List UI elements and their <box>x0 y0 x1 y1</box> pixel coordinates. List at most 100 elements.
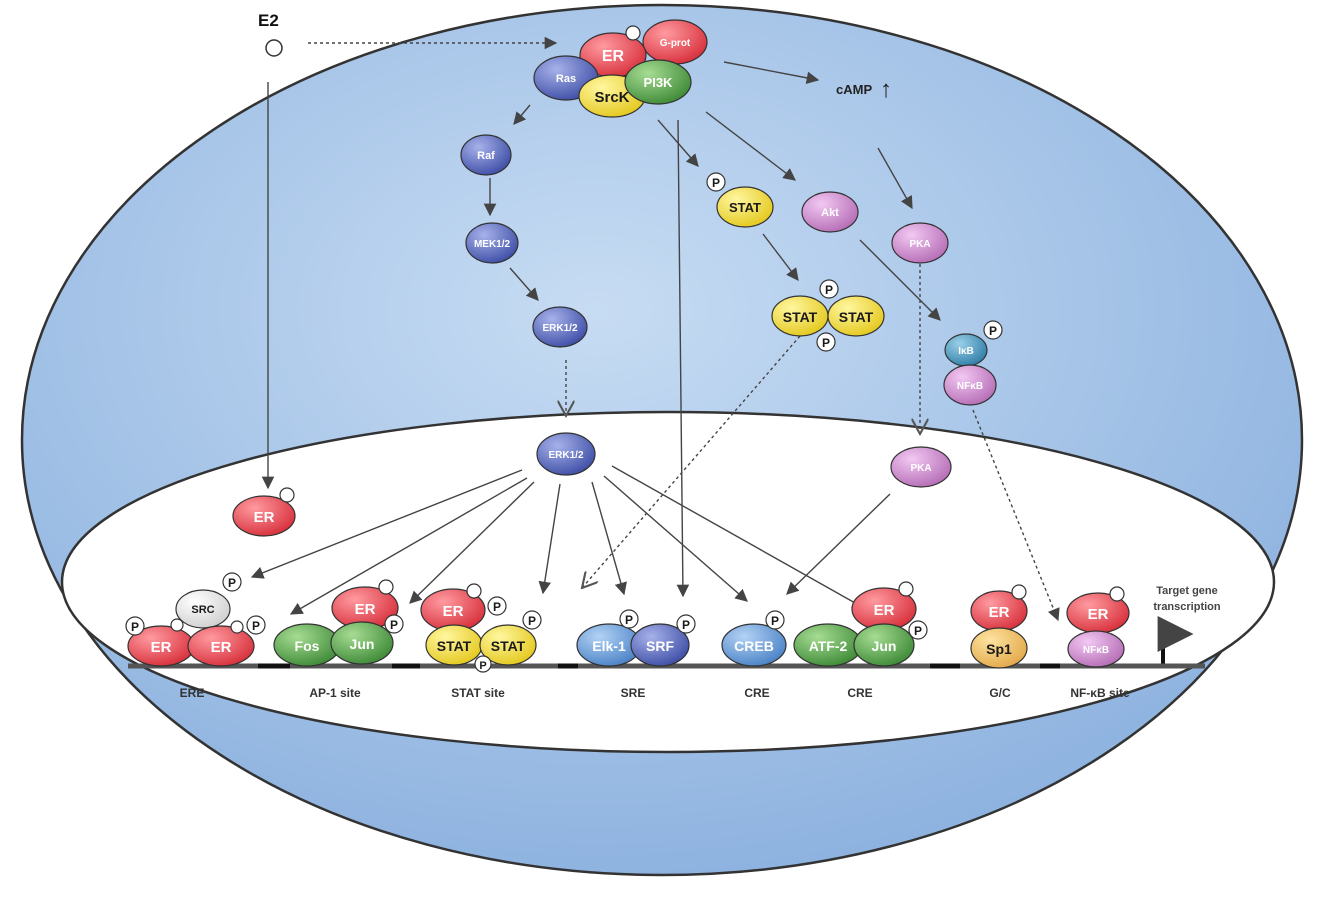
ere-ligand-right <box>230 620 244 634</box>
site-label-ap1: AP-1 site <box>309 686 361 700</box>
cre-creb-phospho-label: P <box>771 614 779 628</box>
site-label-nfkb: NF-κB site <box>1070 686 1130 700</box>
ere-er-left-label: ER <box>151 639 172 656</box>
target-gene-line1: Target gene <box>1156 585 1218 597</box>
site-stat: ER P P STAT STAT P STAT site <box>420 583 542 700</box>
cre-creb-phospho <box>765 610 785 630</box>
ere-ligand-left <box>170 618 184 632</box>
cre2-phospho <box>908 620 928 640</box>
raf-label: Raf <box>477 150 495 162</box>
ap1-er-label: ER <box>355 601 376 618</box>
gc-er-label: ER <box>989 604 1010 621</box>
sre-elk1-label: Elk-1 <box>592 638 626 654</box>
cytoplasm-nfkb <box>943 364 997 406</box>
stat-dimer-phospho-top <box>819 279 839 299</box>
site-gc: ER Sp1 G/C <box>970 584 1028 700</box>
stat-phospho <box>706 172 726 192</box>
stat-site-phospho-top-label: P <box>493 600 501 614</box>
cytoplasm-proteins: Raf MEK1/2 ERK1/2 STAT P Akt PKA P STAT … <box>460 134 1003 406</box>
ere-src <box>175 589 231 629</box>
stat-site-stat-right <box>479 624 537 666</box>
sre-srf <box>630 623 690 667</box>
sre-phospho-right-label: P <box>682 618 690 632</box>
ere-phospho-right-label: P <box>252 619 260 633</box>
membrane-complex: G-prot ER Ras SrcK PI3K <box>533 19 708 118</box>
ikb-phospho <box>983 320 1003 340</box>
nfkb-site-er-label: ER <box>1088 606 1109 623</box>
target-gene-line2: transcription <box>1153 601 1221 613</box>
cre2-phospho-label: P <box>914 624 922 638</box>
stat-site-phospho-right-label: P <box>528 614 536 628</box>
membrane-er-label: ER <box>602 48 625 65</box>
stat-phospho-label: P <box>712 176 720 190</box>
sre-phospho-right <box>676 614 696 634</box>
membrane-er-ligand <box>625 25 641 41</box>
site-ap1: ER Fos Jun P AP-1 site <box>273 579 404 700</box>
nfkb-site-er-ligand <box>1109 586 1125 602</box>
srck-label: SrcK <box>594 89 629 106</box>
site-label-ere: ERE <box>180 686 205 700</box>
site-label-stat: STAT site <box>451 686 505 700</box>
cre2-er-label: ER <box>874 602 895 619</box>
e2-label: E2 <box>258 11 279 30</box>
nucleus-er-ligand <box>279 487 295 503</box>
stat-dimer-left-label: STAT <box>783 309 818 325</box>
ras-label: Ras <box>556 73 576 85</box>
stat-monomer <box>716 186 774 228</box>
cre-creb-label: CREB <box>734 638 774 654</box>
stat-dimer-right-label: STAT <box>839 309 874 325</box>
stat-site-er-ligand <box>466 583 482 599</box>
site-cre-2: ER ATF-2 Jun P CRE <box>793 581 928 700</box>
ap1-phospho-label: P <box>390 618 398 632</box>
ere-src-phospho <box>222 572 242 592</box>
cytoplasm-erk <box>532 306 588 348</box>
site-ere: SRC P ER ER P P ERE <box>125 572 266 700</box>
mek-label: MEK1/2 <box>474 239 511 250</box>
site-label-gc: G/C <box>989 686 1011 700</box>
site-label-cre-2: CRE <box>847 686 872 700</box>
cre2-atf2-label: ATF-2 <box>809 638 848 654</box>
ap1-jun-label: Jun <box>350 636 375 652</box>
ere-phospho-left <box>125 616 145 636</box>
pi3k <box>624 59 692 105</box>
ap1-er-ligand <box>378 579 394 595</box>
nfkb-site-nfkb-label: NFκB <box>1083 645 1109 656</box>
site-sre: Elk-1 SRF P P SRE <box>576 609 696 700</box>
nucleus-erk-label: ERK1/2 <box>548 450 583 461</box>
sre-phospho-left-label: P <box>625 613 633 627</box>
gc-er-ligand <box>1011 584 1027 600</box>
camp-increase-arrow: ↑ <box>880 76 892 103</box>
sre-phospho-left <box>619 609 639 629</box>
cytoplasm-erk-label: ERK1/2 <box>542 323 577 334</box>
cytoplasm-pka <box>891 222 949 264</box>
stat-site-phospho-top <box>487 596 507 616</box>
nucleus-outline <box>60 410 1276 754</box>
mek <box>465 222 519 264</box>
ikb-phospho-label: P <box>989 324 997 338</box>
raf <box>460 134 512 176</box>
ere-phospho-right <box>246 615 266 635</box>
camp-label: cAMP <box>836 82 872 97</box>
ap1-jun <box>330 621 394 665</box>
stat-site-er-label: ER <box>443 603 464 620</box>
stat-site-stat-left-label: STAT <box>437 638 472 654</box>
nucleus-pka-label: PKA <box>910 463 931 474</box>
ere-src-phospho-label: P <box>228 576 236 590</box>
nucleus-er-label: ER <box>254 509 275 526</box>
sre-srf-label: SRF <box>646 638 674 654</box>
stat-dimer-phospho-bottom-label: P <box>822 336 830 350</box>
akt-label: Akt <box>821 207 839 219</box>
stat-dimer-right <box>827 295 885 337</box>
ere-er-right-label: ER <box>211 639 232 656</box>
pi3k-label: PI3K <box>644 75 674 90</box>
cre-creb <box>721 623 787 667</box>
cre2-er-ligand <box>898 581 914 597</box>
ikb-label: IκB <box>958 346 974 357</box>
signaling-arrows <box>250 36 1194 664</box>
stat-dimer-phospho-top-label: P <box>825 283 833 297</box>
akt <box>801 191 859 233</box>
site-cre-1: CREB P CRE <box>721 610 787 700</box>
ere-src-label: SRC <box>191 604 214 616</box>
